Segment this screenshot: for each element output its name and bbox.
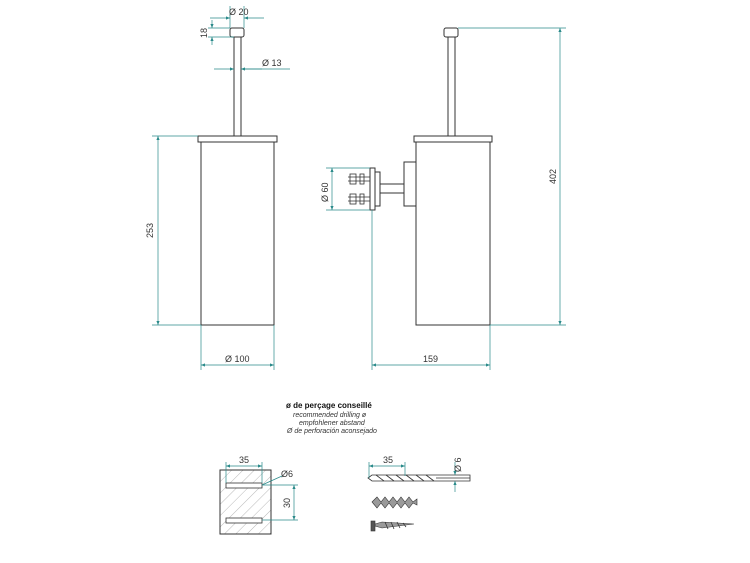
wall-section: 35 Ø6 30 <box>219 455 298 535</box>
front-knob <box>229 27 245 38</box>
drilling-note-es: Ø de perforación aconsejado <box>286 428 377 435</box>
side-knob <box>443 27 459 38</box>
container-diameter-label: Ø 100 <box>225 354 250 364</box>
fixings: 35 Ø 6 <box>367 455 471 532</box>
bracket-diameter-label: Ø 60 <box>320 182 330 202</box>
wall-block <box>219 469 272 535</box>
drilling-note-title: ø de perçage conseillé <box>286 401 372 410</box>
front-lid <box>197 135 278 143</box>
drilling-note-en: recommended drilling ø <box>293 412 367 419</box>
side-lid <box>413 135 493 143</box>
front-view: Ø 20 18 Ø 13 253 Ø 100 <box>145 6 290 370</box>
total-height-label: 402 <box>548 169 558 184</box>
shaft-diameter-label: Ø 13 <box>262 58 282 68</box>
front-container <box>200 141 275 326</box>
side-shaft <box>447 36 456 137</box>
hole-bottom <box>225 517 263 524</box>
hole-diameter-label: Ø6 <box>281 469 293 479</box>
front-shaft <box>233 36 242 137</box>
wall-plug <box>371 496 418 509</box>
hole-depth-label: 35 <box>239 455 249 465</box>
wall-offset-label: 159 <box>423 354 438 364</box>
container-height-label: 253 <box>145 223 155 238</box>
drill-length-label: 35 <box>383 455 393 465</box>
side-container <box>415 141 491 326</box>
hole-spacing-label: 30 <box>282 498 292 508</box>
knob-height-label: 18 <box>199 28 209 38</box>
drilling-note-de: empfohlener abstand <box>299 420 366 427</box>
screw <box>370 520 415 532</box>
drill-diameter-label: Ø 6 <box>453 457 463 472</box>
wall-bracket <box>348 161 417 211</box>
knob-diameter-label: Ø 20 <box>229 7 249 17</box>
hole-top <box>225 482 263 489</box>
side-view: Ø 60 159 402 <box>320 27 566 370</box>
drilling-note: ø de perçage conseillé recommended drill… <box>286 401 377 435</box>
drill-bit <box>367 474 471 482</box>
